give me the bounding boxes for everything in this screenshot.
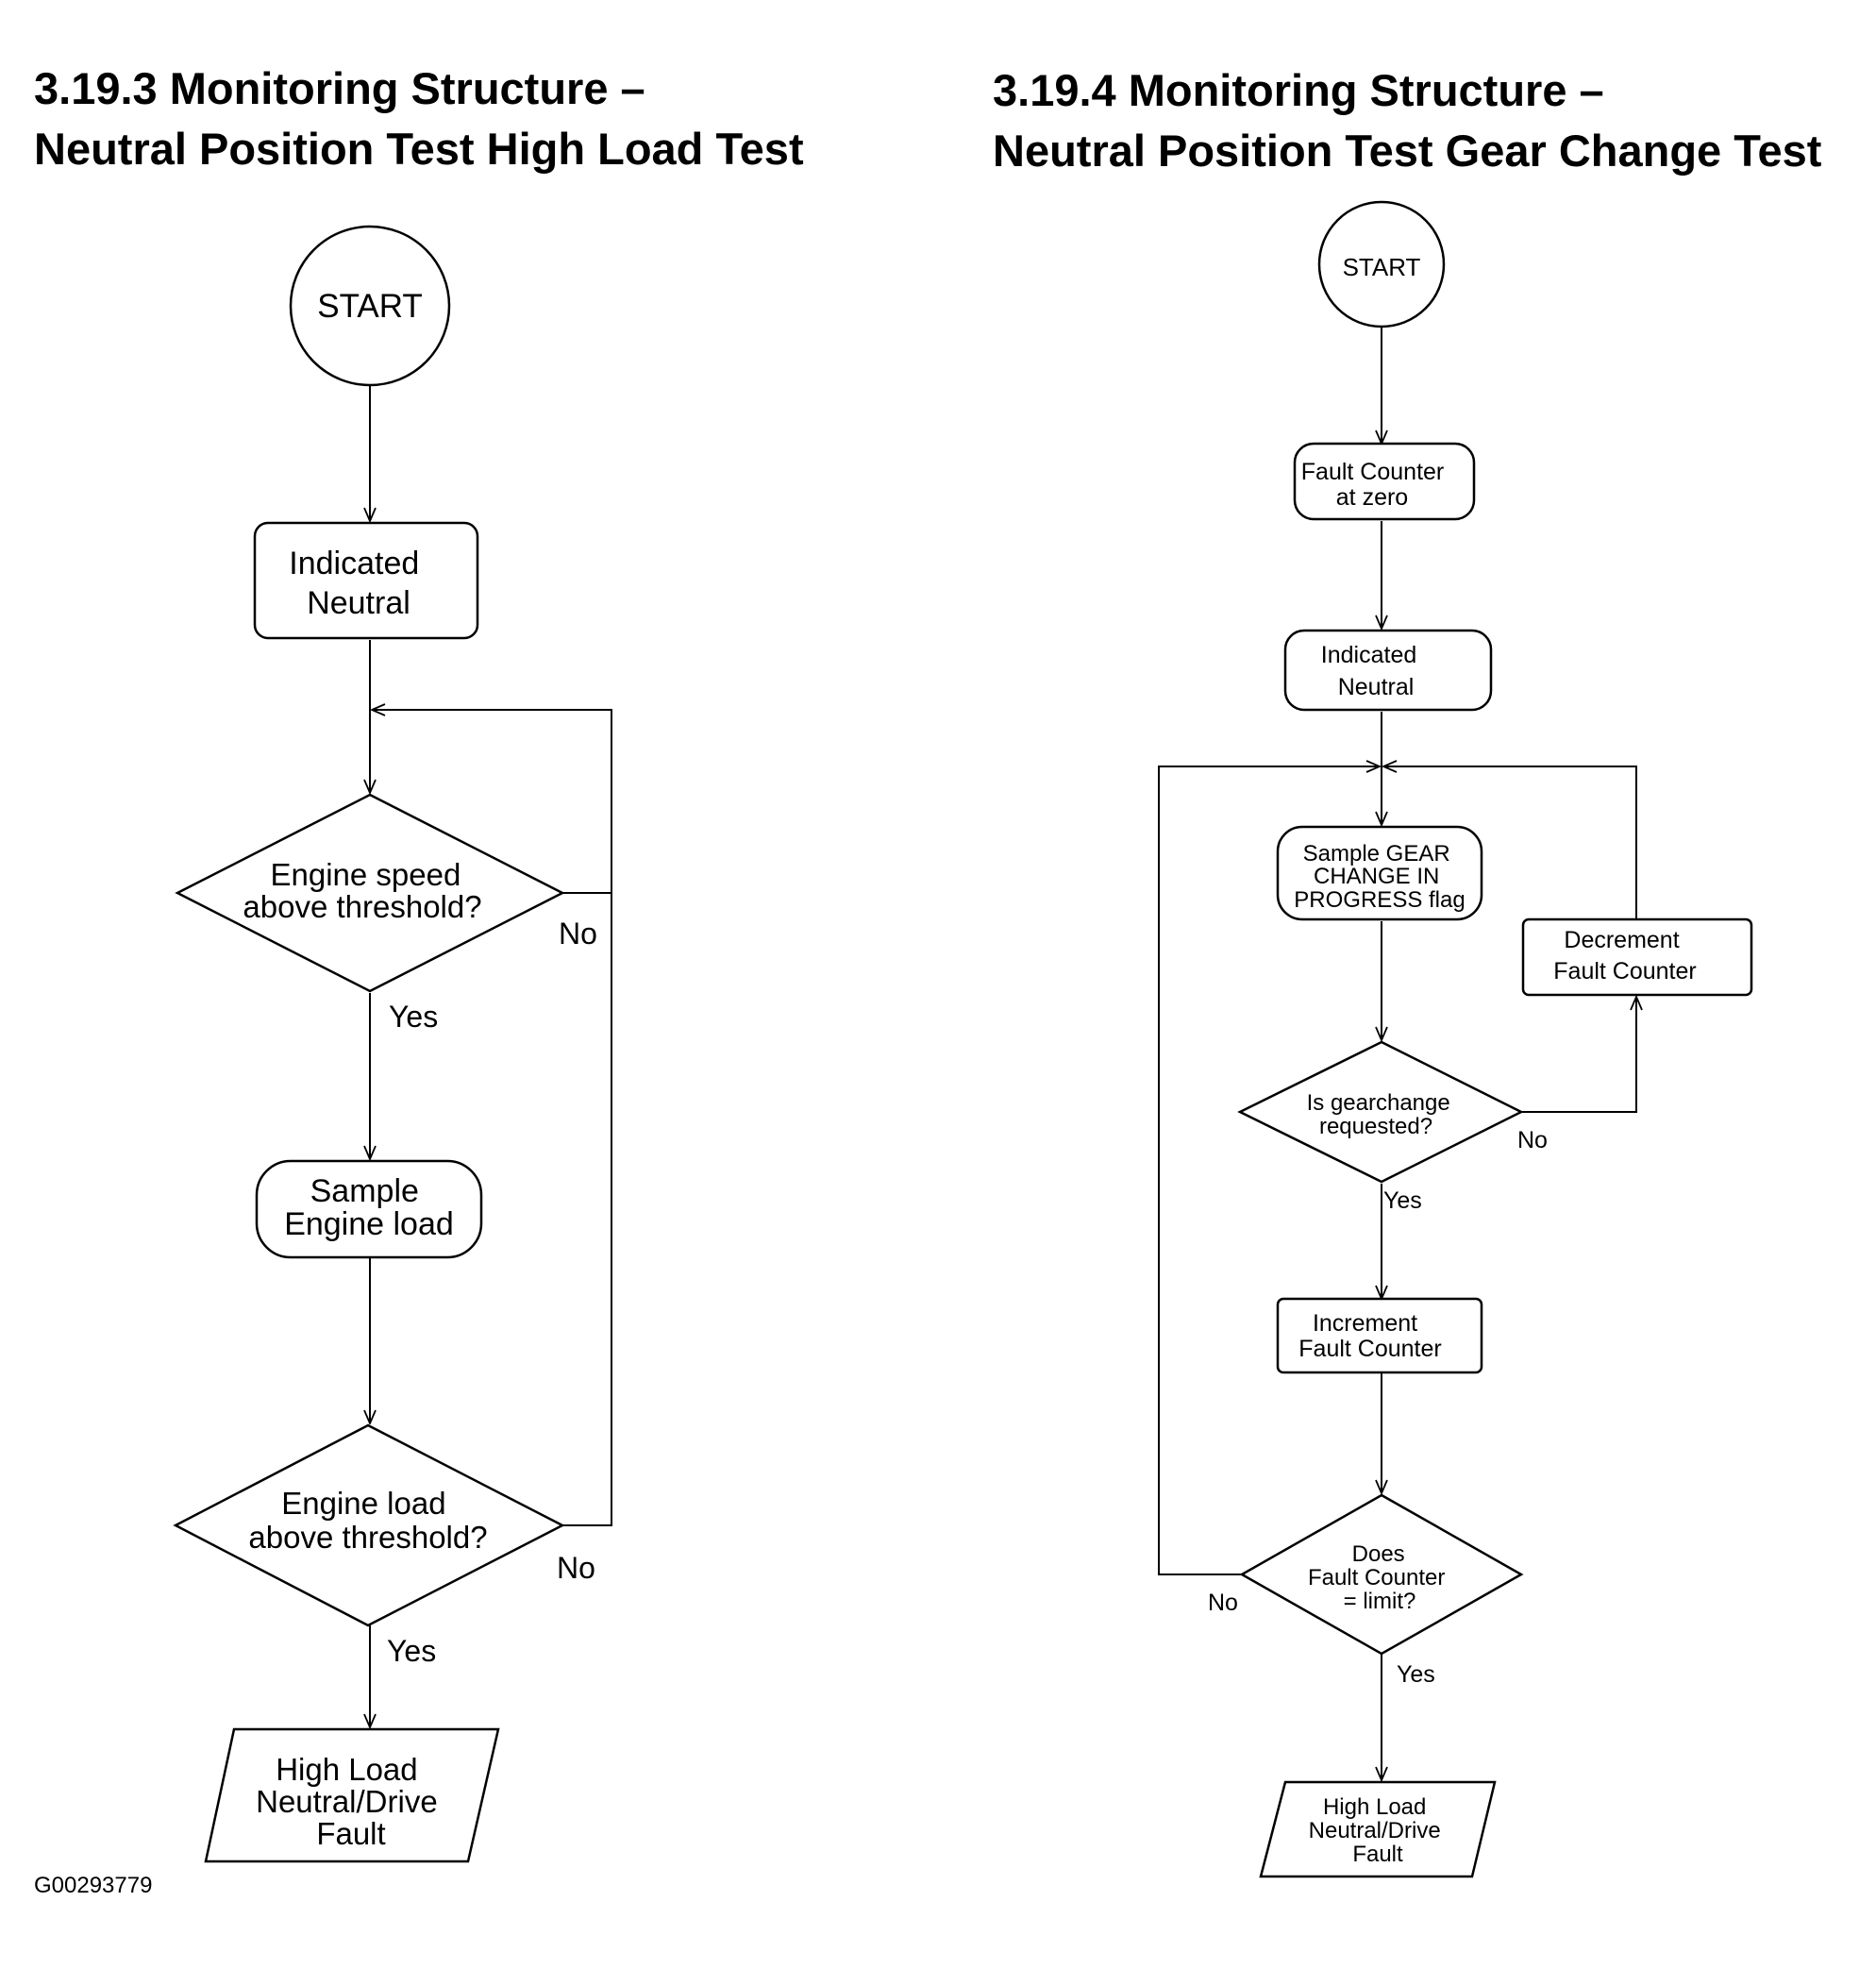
right-indicated-neutral-box — [1283, 629, 1493, 712]
right-gearchange-no-path — [1521, 997, 1636, 1113]
left-load-no-label: No — [557, 1551, 595, 1585]
right-limit-no-loop — [1158, 766, 1380, 1575]
figure-id: G00293779 — [34, 1873, 153, 1898]
right-chart-heading: 3.19.4 Monitoring Structure – Neutral Po… — [993, 60, 1821, 181]
left-flowchart: START Indicated Neutral Engine speed abo… — [173, 225, 612, 1863]
left-heading-line-2: Neutral Position Test High Load Test — [34, 124, 804, 174]
left-fault-output — [204, 1727, 500, 1863]
left-start-label: START — [317, 288, 423, 325]
right-fault-output-label: High Load Neutral/Drive Fault — [1309, 1794, 1448, 1867]
left-speed-no-label: No — [559, 917, 597, 951]
left-engine-load-decision — [173, 1423, 565, 1627]
left-load-no-loop — [562, 893, 612, 1526]
right-gearchange-yes-label: Yes — [1383, 1187, 1422, 1214]
left-sample-engine-load-label: Sample Engine load — [284, 1173, 454, 1242]
left-speed-no-loop — [372, 710, 612, 894]
right-sample-gear-flag-label: Sample GEAR CHANGE IN PROGRESS flag — [1294, 841, 1465, 913]
right-gearchange-label: Is gearchange requested? — [1307, 1090, 1457, 1139]
right-gearchange-decision — [1237, 1040, 1524, 1184]
left-engine-speed-decision — [175, 793, 565, 993]
left-engine-load-label: Engine load above threshold? — [248, 1486, 487, 1555]
right-limit-yes-label: Yes — [1397, 1661, 1435, 1688]
right-increment-counter-label: Increment Fault Counter — [1298, 1310, 1441, 1362]
right-heading-line-2: Neutral Position Test Gear Change Test — [993, 126, 1822, 176]
right-limit-decision — [1239, 1493, 1524, 1656]
right-decrement-loop-back — [1383, 766, 1637, 919]
right-sample-gear-flag-box — [1276, 825, 1483, 921]
left-start-node — [289, 225, 451, 387]
right-indicated-neutral-label: Indicated Neutral — [1321, 642, 1423, 700]
right-start-node — [1317, 200, 1446, 328]
left-load-yes-label: Yes — [387, 1634, 436, 1668]
right-limit-no-label: No — [1208, 1590, 1238, 1616]
left-heading-line-1: 3.19.3 Monitoring Structure – — [34, 63, 645, 113]
right-gearchange-no-label: No — [1517, 1127, 1548, 1153]
right-heading-line-1: 3.19.4 Monitoring Structure – — [993, 65, 1604, 115]
right-fault-output — [1259, 1780, 1497, 1878]
right-decrement-counter-box — [1521, 917, 1753, 997]
right-start-label: START — [1343, 253, 1421, 281]
left-speed-yes-label: Yes — [389, 1000, 438, 1034]
left-fault-output-label: High Load Neutral/Drive Fault — [256, 1752, 446, 1851]
right-fault-counter-zero-box — [1293, 442, 1476, 521]
left-indicated-neutral-label: Indicated Neutral — [289, 546, 427, 621]
right-decrement-counter-label: Decrement Fault Counter — [1553, 927, 1696, 984]
left-indicated-neutral-box — [253, 521, 479, 640]
left-chart-heading: 3.19.3 Monitoring Structure – Neutral Po… — [34, 59, 804, 179]
right-increment-counter-box — [1276, 1297, 1483, 1374]
right-limit-label: Does Fault Counter = limit? — [1308, 1541, 1451, 1614]
left-engine-speed-label: Engine speed above threshold? — [243, 857, 481, 924]
left-sample-engine-load-box — [255, 1159, 483, 1259]
right-flowchart: START Fault Counter at zero Indicated Ne… — [1158, 200, 1753, 1878]
right-fault-counter-zero-label: Fault Counter at zero — [1301, 459, 1450, 511]
